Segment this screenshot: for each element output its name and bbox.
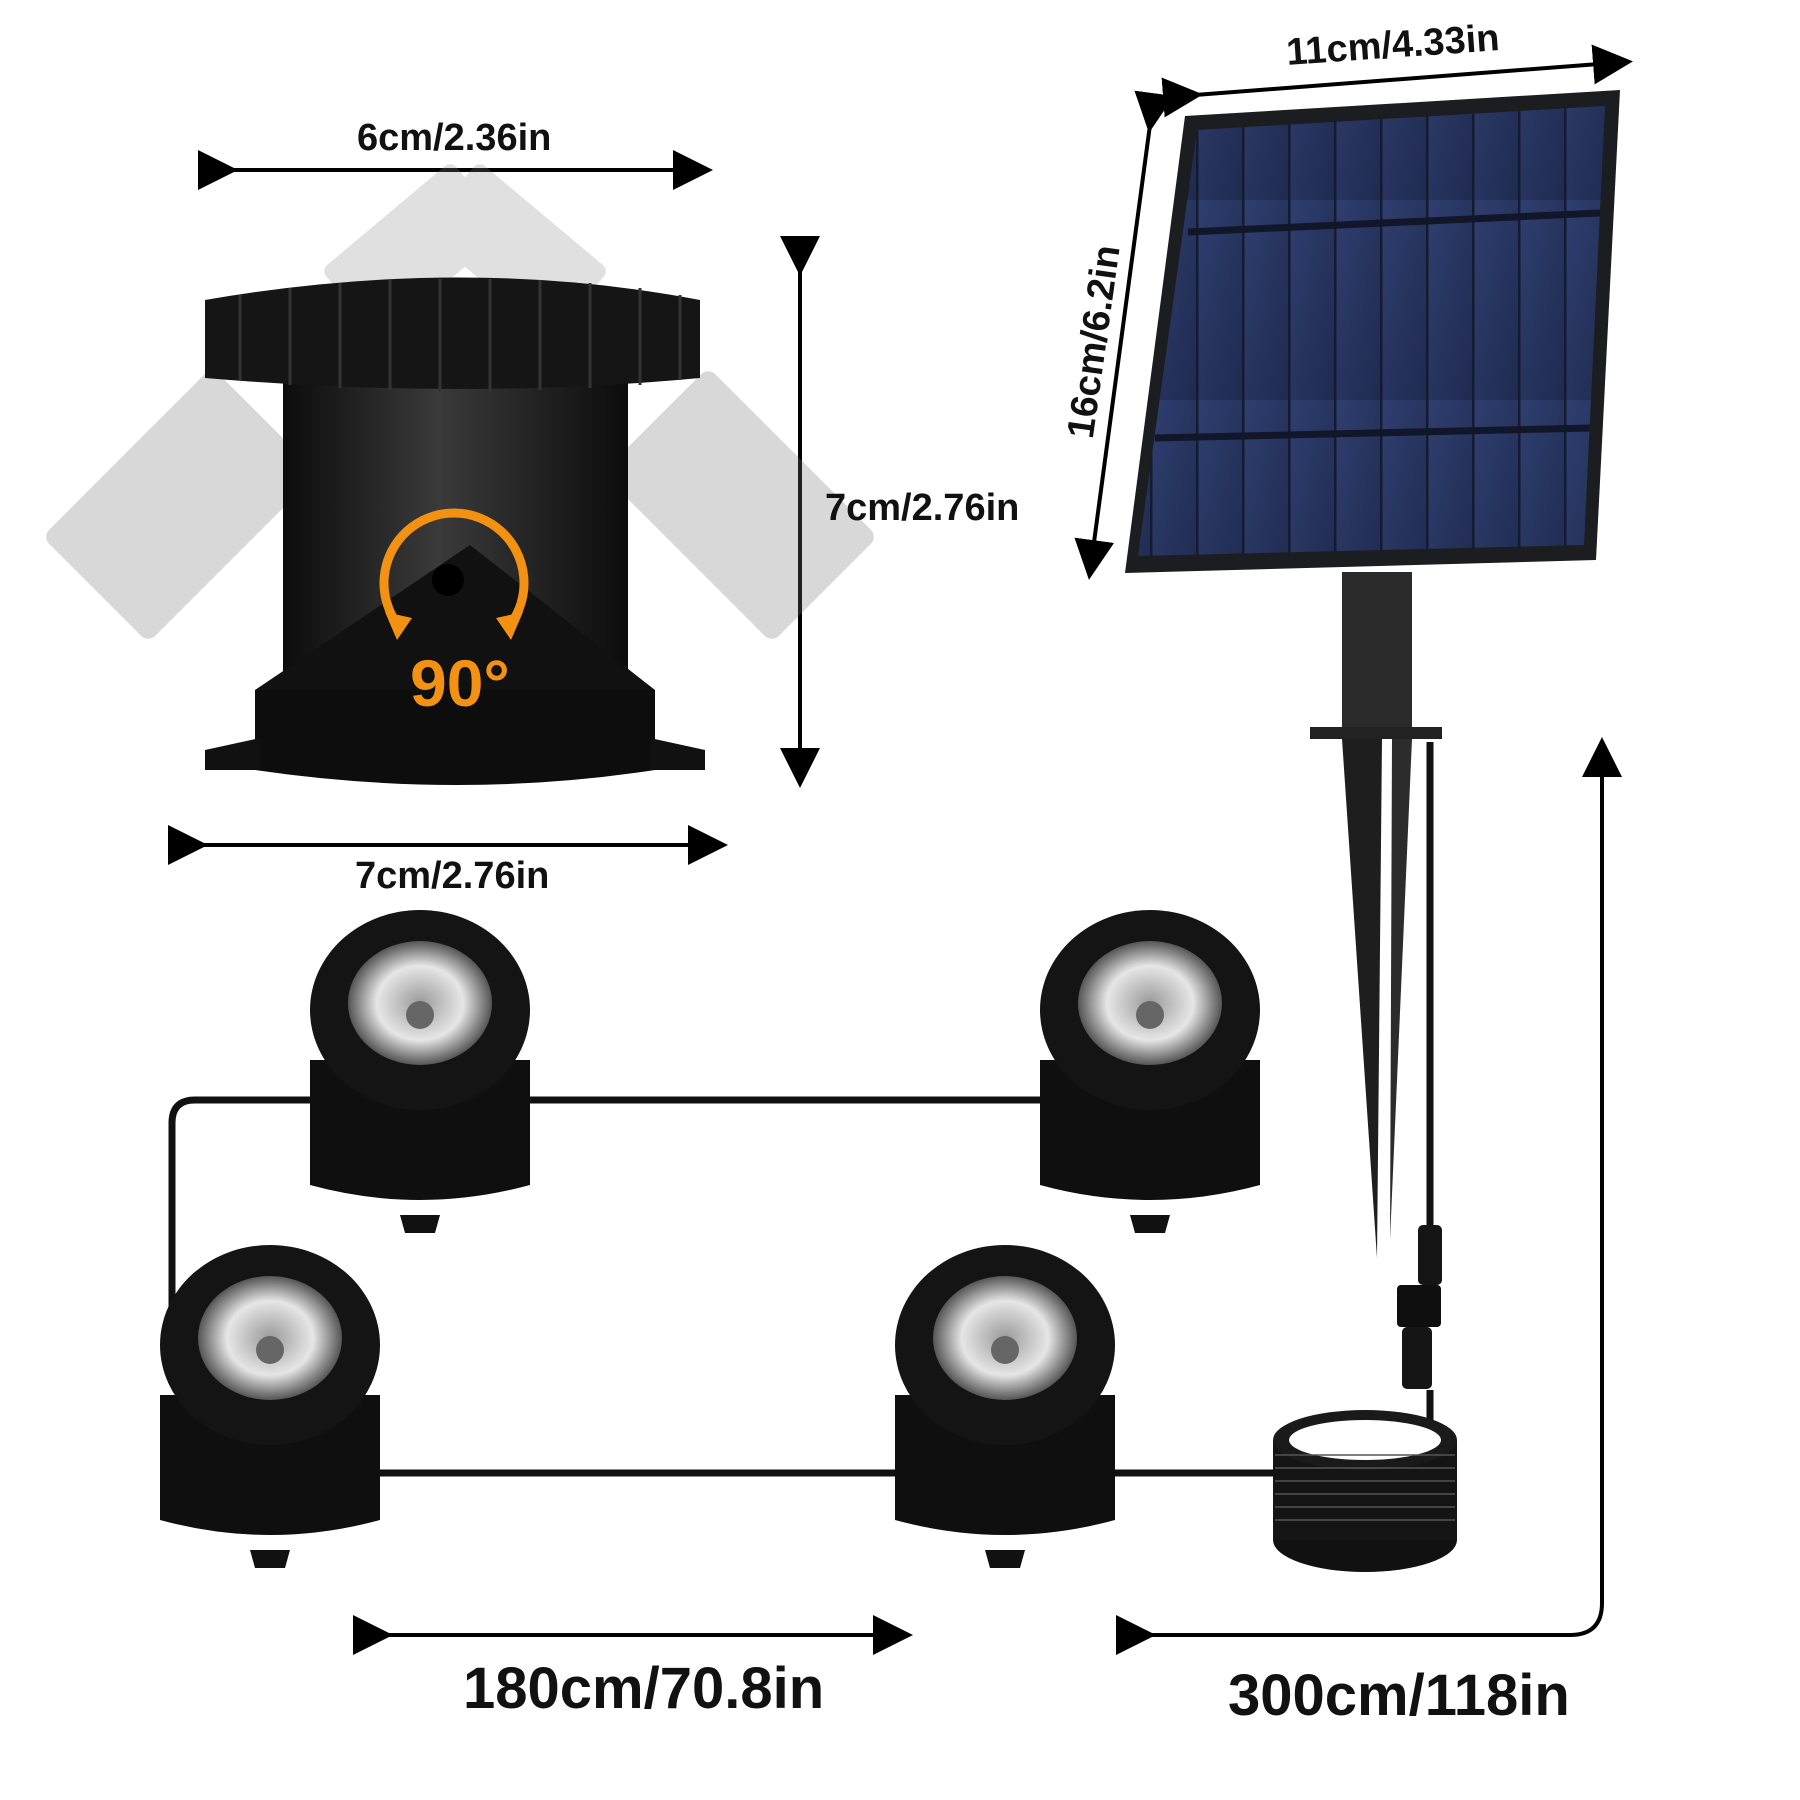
panel-cable-length-arrow: [1116, 737, 1622, 1655]
lamp-top-width-label: 6cm/2.36in: [357, 117, 552, 159]
tilt-ghost-left: [46, 371, 314, 639]
spotlight-2: [1040, 910, 1260, 1233]
panel-height-arrow: [1074, 90, 1175, 580]
spotlight-3: [160, 1245, 380, 1568]
panel-cable-length-label: 300cm/118in: [1228, 1663, 1570, 1728]
panel-width-arrow: [1161, 44, 1633, 118]
coiled-cable: [1273, 1410, 1457, 1572]
rotation-angle-label: 90°: [410, 646, 510, 720]
lamp-cable-length-label: 180cm/70.8in: [463, 1656, 825, 1721]
spotlight-side-view: [46, 164, 874, 785]
spotlight-1: [310, 910, 530, 1233]
rotation-arc-icon: [379, 508, 529, 628]
cable-connector: [1397, 1225, 1442, 1389]
lamp-base-width-label: 7cm/2.76in: [355, 855, 550, 897]
lamp-height-label: 7cm/2.76in: [825, 487, 1020, 529]
tilt-ghost-right: [606, 371, 874, 639]
spotlight-4: [895, 1245, 1115, 1568]
